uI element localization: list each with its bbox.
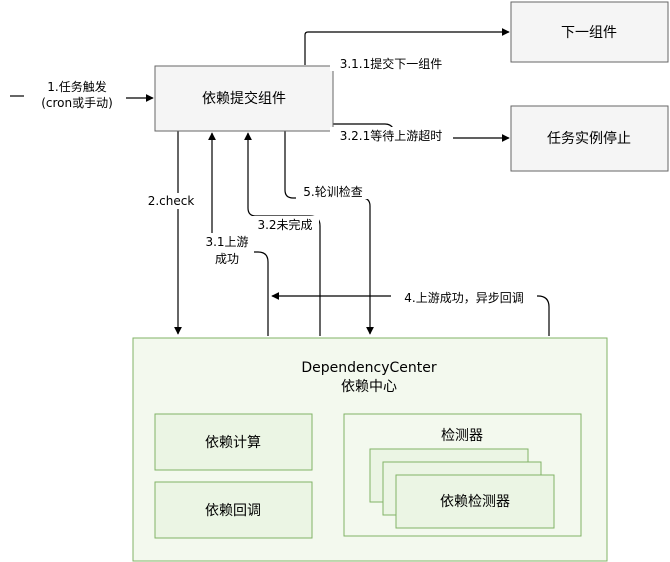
dependency-detector-box — [395, 474, 555, 529]
upstream-success-label-line2: 成功 — [215, 252, 239, 266]
submit-next-arrow — [304, 28, 510, 65]
poll-label: 5.轮训检查 — [303, 184, 362, 199]
dependency-calc-label: 依赖计算 — [205, 435, 261, 451]
task-stop-box — [510, 105, 669, 172]
wait-timeout-label: 3.2.1等待上游超时 — [340, 128, 443, 143]
detector-group-label: 检测器 — [441, 428, 483, 444]
task-stop-label: 任务实例停止 — [547, 130, 631, 147]
async-callback-arrow — [271, 292, 550, 336]
dependency-detector-label: 依赖检测器 — [440, 494, 510, 510]
upstream-success-label-line1: 3.1上游 — [205, 235, 248, 249]
not-done-label-bg — [251, 216, 319, 232]
async-callback-label: 4.上游成功，异步回调 — [404, 291, 523, 305]
next-component-label: 下一组件 — [561, 25, 617, 41]
next-component-box — [510, 1, 669, 63]
not-done-label: 3.2未完成 — [257, 217, 312, 232]
trigger-label-line1: 1.任务触发 — [47, 79, 106, 94]
submit-component-box — [154, 65, 334, 132]
poll-arrow — [284, 131, 374, 335]
submit-component-label: 依赖提交组件 — [202, 90, 286, 107]
upstream-success-label-bg — [200, 233, 254, 267]
dependency-callback-label: 依赖回调 — [205, 503, 261, 519]
submit-next-label: 3.1.1提交下一组件 — [340, 56, 443, 71]
dependency-center-title: DependencyCenter — [301, 360, 436, 376]
check-label-bg — [145, 193, 198, 209]
trigger-label-bg — [30, 77, 126, 113]
wait-timeout-label-bg — [330, 127, 453, 143]
check-label: 2.check — [148, 194, 195, 208]
not-done-arrow — [244, 132, 321, 336]
dependency-center-subtitle: 依赖中心 — [341, 379, 397, 395]
dependency-calc-box — [154, 413, 313, 471]
dependency-callback-box — [154, 481, 313, 539]
trigger-label-line2: (cron或手动) — [41, 96, 113, 110]
poll-label-bg — [296, 183, 370, 199]
async-callback-label-bg — [391, 289, 537, 305]
submit-next-label-bg — [330, 55, 453, 71]
